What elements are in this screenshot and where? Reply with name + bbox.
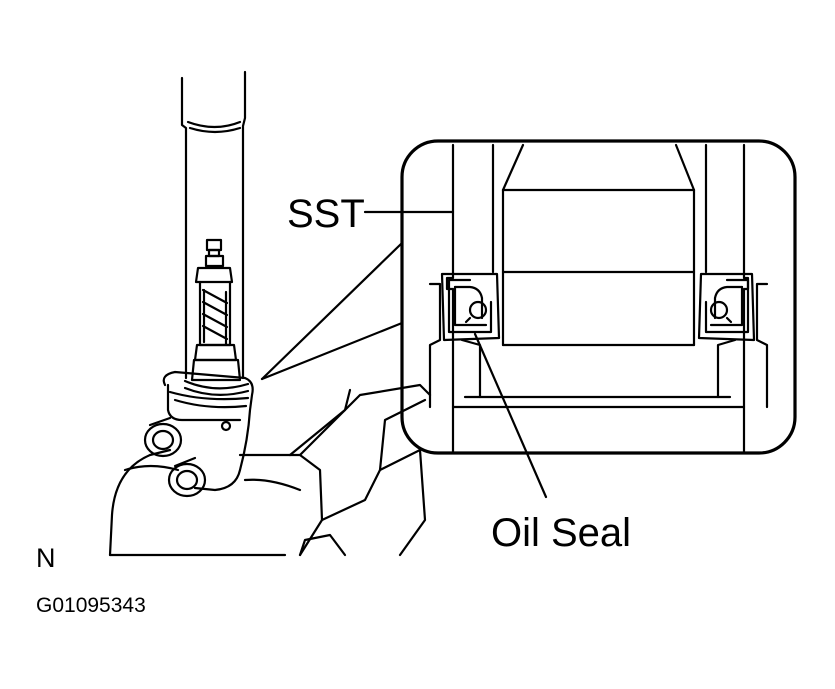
leader-lines	[363, 210, 548, 499]
oil-seal-leader-line	[473, 332, 548, 499]
sst-label: SST	[287, 192, 365, 236]
pinion-housing	[143, 370, 254, 498]
oil-seal-label: Oil Seal	[491, 511, 632, 555]
view-mark-label: N	[36, 543, 56, 573]
pinion-shaft	[183, 238, 250, 396]
sst-tool-tube	[180, 70, 247, 380]
gear-housing	[108, 383, 432, 557]
detail-view	[400, 139, 797, 455]
figure-code-label: G01095343	[36, 594, 146, 617]
callout-pointer	[260, 241, 404, 381]
oil-seal-left	[440, 272, 501, 342]
oil-seal-right	[697, 272, 756, 342]
